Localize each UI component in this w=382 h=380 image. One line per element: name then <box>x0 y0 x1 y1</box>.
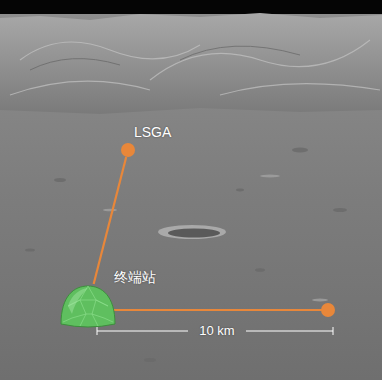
small-craters <box>25 148 347 363</box>
baseline-arm <box>112 309 326 311</box>
antenna-dot <box>321 303 335 317</box>
dome-highlight <box>68 288 88 314</box>
dome-shape <box>58 284 118 328</box>
crater <box>144 358 156 362</box>
crater <box>255 268 265 272</box>
bright-spots <box>103 175 328 302</box>
dome-body <box>61 286 115 327</box>
crater-rim <box>158 225 226 239</box>
node-label: 终端站 <box>114 269 156 285</box>
mountains <box>0 13 382 114</box>
antenna-node: LSGA <box>121 143 135 157</box>
dome-facet <box>63 318 72 322</box>
spot <box>103 209 117 212</box>
ridge <box>220 84 380 95</box>
crater <box>292 148 308 153</box>
dot-shape <box>121 143 135 157</box>
antenna-dot <box>121 143 135 157</box>
link-line <box>94 157 127 284</box>
crater <box>236 189 244 192</box>
node-label: LSGA <box>134 124 171 140</box>
ridge <box>150 40 370 80</box>
dome-facet <box>92 314 98 326</box>
terminal-station: 终端站 <box>58 284 118 328</box>
shadows <box>30 46 300 70</box>
ridges <box>10 40 380 95</box>
dimension-tick <box>333 327 334 335</box>
dome-facet <box>92 300 108 318</box>
dimension-segment <box>246 331 333 332</box>
spot <box>260 175 280 178</box>
dome-facet <box>86 314 92 315</box>
crater <box>25 248 35 251</box>
dome-facet <box>88 286 108 306</box>
dome-facet <box>80 300 96 301</box>
ridge <box>10 81 150 95</box>
crater <box>54 178 66 182</box>
shadow <box>30 59 120 70</box>
sky <box>0 0 382 14</box>
crater <box>333 208 347 212</box>
dimension-label: 10 km <box>199 323 234 338</box>
dome-facet <box>104 318 113 322</box>
shadow <box>180 46 300 60</box>
crater <box>168 229 220 238</box>
ridge <box>20 42 200 60</box>
spot <box>312 299 328 302</box>
dimension-tick <box>97 327 98 335</box>
dome-facet <box>80 314 86 326</box>
dimension-segment <box>97 331 188 332</box>
